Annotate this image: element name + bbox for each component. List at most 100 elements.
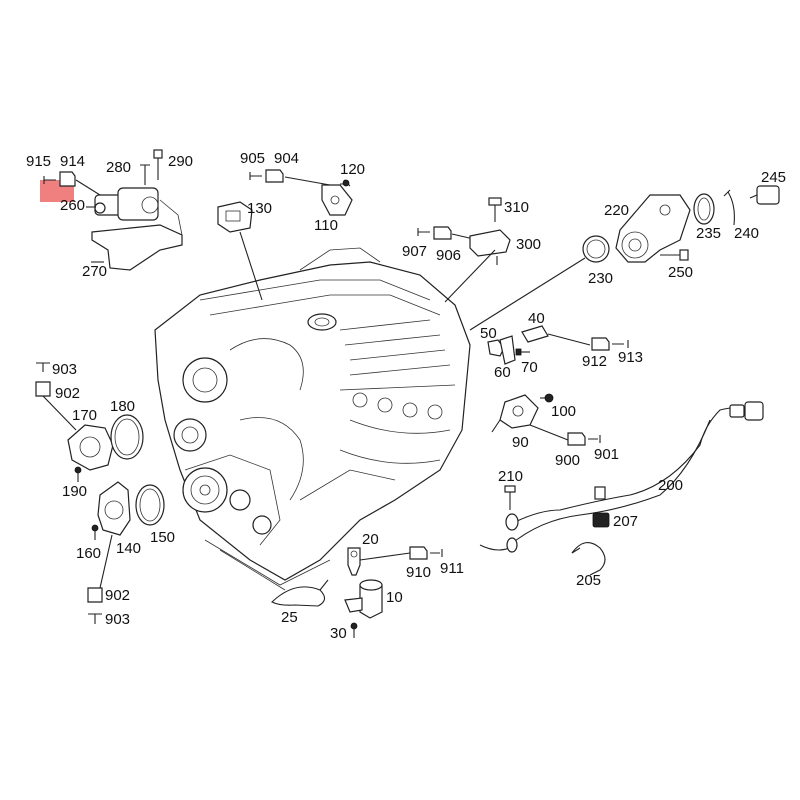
part-labels: 915 914 280 290 260 270 905 904 120 110 … [26,150,786,642]
label-912: 912 [582,353,607,370]
pin-903b-icon [88,613,102,624]
label-130: 130 [247,200,272,217]
label-902a: 902 [55,385,80,402]
cover-170-part [67,424,114,471]
label-20: 20 [362,531,379,548]
label-120: 120 [340,161,365,178]
sensor-20-part [347,547,361,576]
pin-913-icon [612,340,629,348]
wiring-harness-group [479,401,764,576]
label-220: 220 [604,202,629,219]
sensor-40-group [487,325,629,365]
label-280: 280 [106,159,131,176]
connector-900-icon [567,432,586,446]
sensor-300-group [417,197,511,303]
label-90: 90 [512,434,529,451]
clip-240-part [727,191,735,226]
label-207: 207 [613,513,638,530]
label-290: 290 [168,153,193,170]
label-235: 235 [696,225,721,242]
sensor-300-part [469,229,511,257]
thermostat-housing-group [469,185,780,331]
label-250: 250 [668,264,693,281]
connector-914-icon [59,171,76,187]
sensor-90-group [491,393,601,446]
sensor-10-group [271,546,443,638]
connector-207-part [592,512,610,528]
label-25: 25 [281,609,298,626]
label-50: 50 [480,325,497,342]
label-60: 60 [494,364,511,381]
pin-903a-icon [36,362,50,372]
label-900: 900 [555,452,580,469]
label-150: 150 [150,529,175,546]
sensor-90-part [499,394,539,429]
label-902b: 902 [105,587,130,604]
label-903b: 903 [105,611,130,628]
bracket-60-part [499,335,516,365]
connector-902b-icon [87,587,103,603]
label-901: 901 [594,446,619,463]
label-200: 200 [658,477,683,494]
label-240: 240 [734,225,759,242]
label-160: 160 [76,545,101,562]
sensor-40-part [521,325,549,343]
bolt-280-icon [140,164,150,185]
label-70: 70 [521,359,538,376]
label-310: 310 [504,199,529,216]
sensor-110-part [321,184,353,216]
pin-901-icon [588,435,601,443]
label-140: 140 [116,540,141,557]
cover-140-part [97,481,131,536]
label-190: 190 [62,483,87,500]
label-30: 30 [330,625,347,642]
pin-907-icon [417,228,430,236]
label-906: 906 [436,247,461,264]
seal-150-part [135,484,165,526]
connector-904-icon [265,169,284,183]
connector-910-icon [409,546,428,560]
pin-915-icon [43,176,56,184]
sensor-130-part [217,201,253,233]
label-180: 180 [110,398,135,415]
pin-905-icon [249,172,262,180]
clip-25-part [271,586,326,607]
label-270: 270 [82,263,107,280]
label-10: 10 [386,589,403,606]
label-907: 907 [402,243,427,260]
label-170: 170 [72,407,97,424]
connector-906-icon [433,226,452,240]
label-230: 230 [588,270,613,287]
label-910: 910 [406,564,431,581]
label-904: 904 [274,150,299,167]
actuator-assembly-group [43,149,183,271]
sensor-130-group [217,201,263,301]
harness-200-part [514,406,753,523]
label-915: 915 [26,153,51,170]
bracket-270-part [91,224,183,271]
label-245: 245 [761,169,786,186]
label-903a: 903 [52,361,77,378]
pin-911-icon [430,549,443,557]
label-260: 260 [60,197,85,214]
label-914: 914 [60,153,85,170]
label-300: 300 [516,236,541,253]
label-911: 911 [440,560,464,577]
label-913: 913 [618,349,643,366]
ring-235-part [693,193,715,225]
label-905: 905 [240,150,265,167]
sensor-110-group [249,169,353,216]
label-205: 205 [576,572,601,589]
connector-912-icon [591,337,610,351]
sensor-245-part [756,185,780,205]
label-100: 100 [551,403,576,420]
label-40: 40 [528,310,545,327]
connector-902a-icon [35,381,51,397]
label-210: 210 [498,468,523,485]
cover-170-group [35,362,144,482]
label-110: 110 [314,217,338,234]
housing-220-part [615,194,691,263]
seal-180-part [110,414,144,460]
engine-assembly [154,247,471,591]
